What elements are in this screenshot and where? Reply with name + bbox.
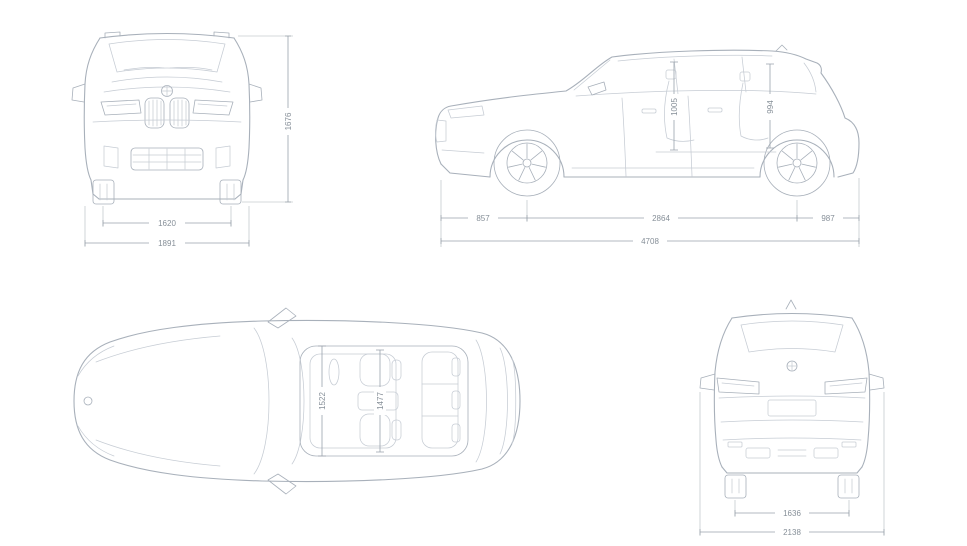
rear-left-tire: [724, 474, 747, 499]
front-left-mirror: [71, 83, 86, 103]
top-rear-interior-width-label: 1477: [376, 392, 385, 410]
side-front-interior-height-label: 1005: [670, 98, 679, 116]
side-view-car: [435, 44, 860, 197]
front-height-label: 1676: [284, 112, 293, 130]
front-view: 1620 1891 1676: [71, 31, 293, 248]
top-front-interior-width-label: 1522: [318, 392, 327, 410]
front-overall-width-dimension: 1891: [84, 206, 250, 248]
front-left-tire: [92, 179, 115, 205]
side-mirror: [587, 81, 607, 96]
front-overall-width-label: 1891: [158, 239, 176, 248]
top-view: 1522 1477: [73, 307, 521, 495]
front-track-dimension: 1620: [102, 206, 232, 228]
side-front-overhang-label: 857: [476, 214, 490, 223]
side-rear-interior-height-label: 994: [766, 100, 775, 114]
rear-right-tire: [837, 474, 860, 499]
front-view-car: [71, 31, 263, 205]
interior-top: [328, 351, 461, 449]
side-view: 1005 994 857 2864 987 4708: [435, 44, 860, 247]
roof-antenna: [785, 299, 797, 310]
brand-roundel: [161, 85, 173, 97]
rear-right-mirror: [868, 373, 885, 391]
side-front-interior-height-dimension: 1005: [668, 61, 680, 151]
side-wheelbase-label: 2864: [652, 214, 670, 223]
kidney-grille: [144, 97, 190, 129]
top-rear-interior-width-dimension: 1477: [374, 349, 386, 453]
rear-width-mirrors-dimension: 2138: [699, 392, 885, 537]
side-rear-overhang-label: 987: [821, 214, 835, 223]
top-right-mirror: [267, 473, 297, 495]
side-length-dimensions: 857 2864 987 4708: [440, 178, 860, 247]
brand-roundel-top: [83, 396, 93, 406]
front-height-dimension: 1676: [238, 35, 293, 203]
front-right-mirror: [248, 83, 263, 103]
rear-track-label: 1636: [783, 509, 801, 518]
side-overall-length-label: 4708: [641, 237, 659, 246]
rear-left-mirror: [699, 373, 716, 391]
top-front-interior-width-dimension: 1522: [316, 345, 328, 457]
rear-track-dimension: 1636: [734, 500, 850, 518]
top-left-mirror: [267, 307, 297, 329]
side-rear-interior-height-dimension: 994: [764, 63, 776, 149]
rear-view-car: [699, 299, 885, 499]
rear-view: 1636 2138: [699, 299, 885, 537]
interior-seats: [655, 69, 777, 153]
front-right-tire: [219, 179, 242, 205]
top-view-car: [73, 307, 521, 495]
front-track-label: 1620: [158, 219, 176, 228]
rear-width-mirrors-label: 2138: [783, 528, 801, 537]
